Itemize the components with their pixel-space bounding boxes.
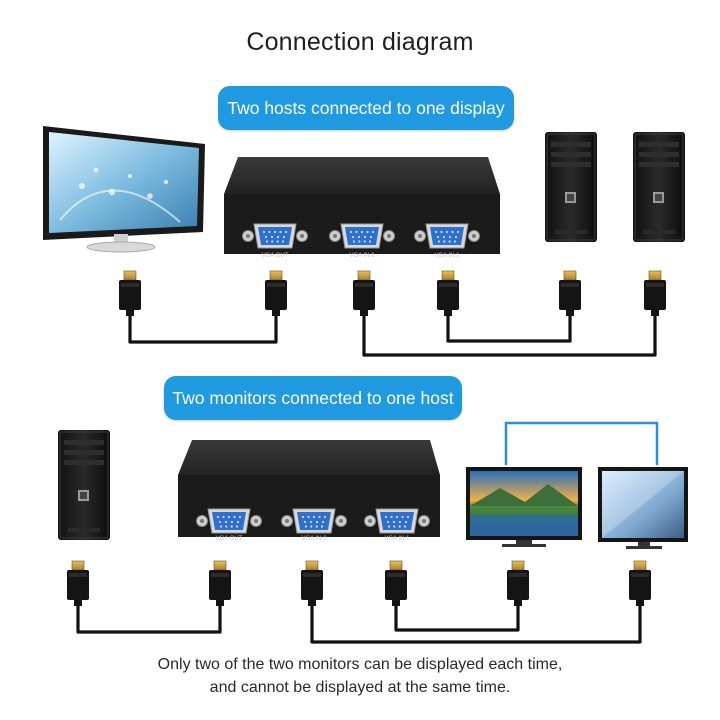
vga-plug <box>506 560 530 607</box>
vga-plug <box>264 270 288 317</box>
vga-plug <box>436 270 460 317</box>
port-label-in2: VGA IN 2 <box>301 536 327 542</box>
footer-line-2: and cannot be displayed at the same time… <box>209 679 511 696</box>
vga-plug <box>118 270 142 317</box>
section-label-two-hosts: Two hosts connected to one display <box>218 86 514 130</box>
vga-cables-bottom <box>76 606 642 644</box>
port-label-in1: VGA IN 1 <box>384 536 410 542</box>
section-label-two-monitors: Two monitors connected to one host <box>164 376 462 420</box>
vga-plug <box>300 560 324 607</box>
vga-cables-top <box>128 316 657 357</box>
vga-plug <box>352 270 376 317</box>
vga-switch-box-top <box>224 157 500 254</box>
desktop-monitor-image <box>43 126 205 253</box>
vga-plug <box>628 560 652 607</box>
vga-plug <box>66 560 90 607</box>
vga-plug <box>558 270 582 317</box>
vga-plug <box>208 560 232 607</box>
port-label-out: VGA OUT <box>262 253 289 259</box>
diagram-title: Connection diagram <box>246 28 474 56</box>
footer-note: Only two of the two monitors can be disp… <box>0 653 720 699</box>
port-label-in1: VGA IN 1 <box>434 253 460 259</box>
pc-tower-icon <box>632 131 686 243</box>
vga-plug <box>384 560 408 607</box>
vga-plug <box>643 270 667 317</box>
port-label-out: VGA OUT <box>216 536 243 542</box>
footer-line-1: Only two of the two monitors can be disp… <box>157 656 563 673</box>
port-label-in2: VGA IN 2 <box>349 253 375 259</box>
pc-tower-icon <box>57 429 111 541</box>
vga-switch-box-bottom <box>178 440 440 537</box>
desktop-monitor-image <box>598 467 688 549</box>
tv-monitor-image <box>466 467 582 547</box>
pc-tower-icon <box>544 131 598 243</box>
monitor-link-line <box>504 421 659 465</box>
